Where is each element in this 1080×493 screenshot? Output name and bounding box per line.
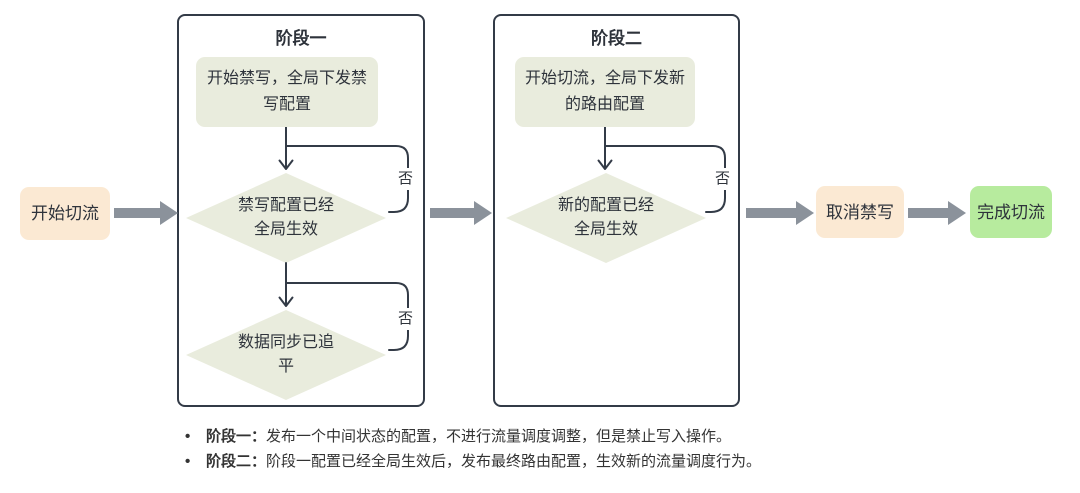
phase2-title: 阶段二 [591,29,642,48]
bullet-icon: • [185,428,191,445]
arrow-right-icon [908,201,966,225]
decision2-line1: 数据同步已追 [237,334,334,351]
notes-list: • 阶段一：发布一个中间状态的配置，不进行流量调度调整，但是禁止写入操作。 • … [185,424,761,474]
bullet-icon: • [185,453,191,470]
decision3-line2: 全局生效 [573,221,638,238]
done-node: 完成切流 [970,186,1052,238]
arrow-right-icon [430,201,492,225]
note-text: 阶段一：发布一个中间状态的配置，不进行流量调度调整，但是禁止写入操作。 [206,424,731,449]
start-node: 开始切流 [20,187,110,240]
phase1-step-node: 开始禁写，全局下发禁写配置 [196,57,378,127]
note-desc: 发布一个中间状态的配置，不进行流量调度调整，但是禁止写入操作。 [266,428,732,445]
note-text: 阶段二：阶段一配置已经全局生效后，发布最终路由配置，生效新的流量调度行为。 [206,449,761,474]
arrowhead-down-icon [597,159,613,170]
arrow-right-icon [746,201,814,225]
arrowhead-down-icon [278,159,294,170]
no-branch-label: 否 [396,168,416,190]
phase2-step-node: 开始切流，全局下发新的路由配置 [515,57,695,127]
cancel-node: 取消禁写 [816,186,904,238]
decision1-line1: 禁写配置已经 [237,197,334,214]
arrow-right-icon [114,201,178,225]
decision3-diamond [506,173,706,263]
note-term: 阶段一： [206,428,267,445]
note-term: 阶段二： [206,453,267,470]
decision2-label: 数据同步已追 平 [196,327,376,383]
note-desc: 阶段一配置已经全局生效后，发布最终路由配置，生效新的流量调度行为。 [266,453,762,470]
decision3-line1: 新的配置已经 [557,197,654,214]
phase1-title: 阶段一 [275,29,327,48]
decision1-diamond [186,173,386,263]
decision2-diamond [186,310,386,400]
note-item: • 阶段二：阶段一配置已经全局生效后，发布最终路由配置，生效新的流量调度行为。 [185,449,761,474]
decision2-line2: 平 [277,358,294,375]
decision3-label: 新的配置已经 全局生效 [516,190,696,246]
no-branch-label: 否 [713,168,733,190]
decision1-line2: 全局生效 [253,221,318,238]
decision1-label: 禁写配置已经 全局生效 [196,190,376,246]
arrowhead-down-icon [278,296,294,307]
note-item: • 阶段一：发布一个中间状态的配置，不进行流量调度调整，但是禁止写入操作。 [185,424,761,449]
no-branch-label: 否 [396,308,416,330]
